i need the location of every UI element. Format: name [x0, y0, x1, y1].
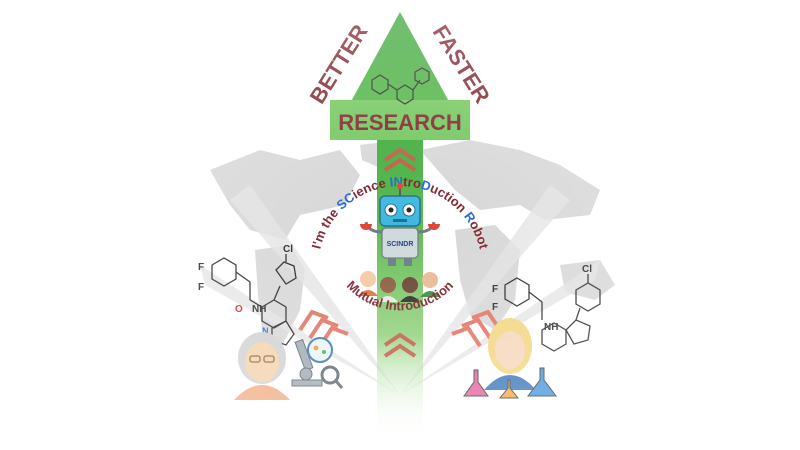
figure-canvas: BETTER FASTER RESEARCH I'm the SCience I… — [0, 0, 800, 450]
edge-fade — [0, 0, 800, 450]
graphical-abstract: BETTER FASTER RESEARCH I'm the SCience I… — [0, 0, 800, 450]
